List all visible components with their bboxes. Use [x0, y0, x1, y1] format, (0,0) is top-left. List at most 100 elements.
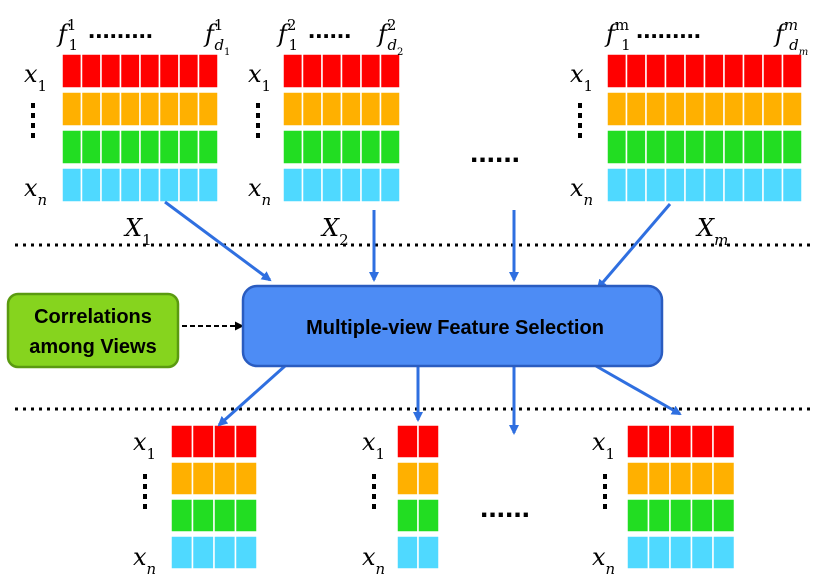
matrix-cell	[213, 535, 237, 570]
correlations-box: Correlations among Views	[6, 292, 180, 369]
matrix-cell	[690, 498, 714, 533]
selected-view-3-matrix	[626, 424, 736, 570]
selected-view-2-matrix	[396, 424, 440, 570]
matrix-cell	[282, 91, 304, 127]
matrix-cell	[625, 91, 647, 127]
view-2-row-label-last: xn	[248, 174, 271, 209]
matrix-cell	[645, 91, 667, 127]
view-3-row-ellipsis-dot	[578, 133, 582, 138]
matrix-cell	[684, 91, 706, 127]
matrix-cell	[197, 167, 219, 203]
matrix-cell	[80, 129, 102, 165]
matrix-cell	[379, 91, 401, 127]
matrix-cell	[606, 53, 628, 89]
matrix-cell	[762, 91, 784, 127]
matrix-cell	[61, 129, 83, 165]
matrix-cell	[80, 91, 102, 127]
matrix-cell	[301, 129, 323, 165]
matrix-cell	[234, 535, 258, 570]
matrix-cell	[396, 461, 419, 496]
selected-view-1-row-ellipsis-dot	[143, 484, 147, 489]
selected-view-2-row-ellipsis-dot	[372, 474, 376, 479]
matrix-cell	[61, 167, 83, 203]
matrix-cell	[139, 129, 161, 165]
matrix-cell	[158, 53, 180, 89]
view-3-row-ellipsis-dot	[578, 103, 582, 108]
matrix-cell	[178, 129, 200, 165]
selected-view-1-row-label-first: x1	[133, 428, 156, 463]
matrix-cell	[712, 461, 736, 496]
matrix-cell	[119, 53, 141, 89]
matrix-cell	[61, 53, 83, 89]
matrix-cell	[664, 91, 686, 127]
matrix-cell	[712, 498, 736, 533]
matrix-cell	[684, 129, 706, 165]
matrix-cell	[396, 535, 419, 570]
matrix-cell	[178, 53, 200, 89]
matrix-cell	[191, 535, 215, 570]
matrix-cell	[664, 53, 686, 89]
matrix-cell	[139, 167, 161, 203]
matrix-cell	[61, 91, 83, 127]
matrix-cell	[664, 167, 686, 203]
matrix-cell	[234, 498, 258, 533]
matrix-cell	[282, 167, 304, 203]
correlations-label-line1: Correlations	[34, 306, 152, 328]
selected-view-1-row-ellipsis-dot	[143, 494, 147, 499]
views-ellipsis: ......	[470, 136, 520, 169]
matrix-cell	[158, 167, 180, 203]
matrix-cell	[664, 129, 686, 165]
matrix-cell	[197, 129, 219, 165]
matrix-cell	[723, 129, 745, 165]
matrix-cell	[742, 167, 764, 203]
feature-selection-box: Multiple-view Feature Selection	[241, 284, 664, 368]
matrix-cell	[669, 535, 693, 570]
feature-selection-label: Multiple-view Feature Selection	[306, 317, 604, 339]
matrix-cell	[647, 424, 671, 459]
matrix-cell	[417, 535, 440, 570]
matrix-cell	[625, 53, 647, 89]
matrix-cell	[645, 53, 667, 89]
matrix-cell	[301, 167, 323, 203]
matrix-cell	[606, 129, 628, 165]
correlations-label-line2: among Views	[29, 336, 156, 358]
matrix-cell	[170, 461, 194, 496]
matrix-cell	[781, 167, 803, 203]
matrix-cell	[396, 498, 419, 533]
matrix-cell	[360, 129, 382, 165]
matrix-cell	[379, 53, 401, 89]
matrix-cell	[100, 167, 122, 203]
view-2-feature-ellipsis: ......	[308, 14, 351, 44]
matrix-cell	[80, 167, 102, 203]
matrix-cell	[170, 498, 194, 533]
view-1-row-label-last: xn	[24, 174, 47, 209]
matrix-cell	[213, 461, 237, 496]
matrix-cell	[340, 129, 362, 165]
matrix-cell	[723, 53, 745, 89]
matrix-cell	[234, 424, 258, 459]
view-3-feature-ellipsis: .........	[636, 14, 701, 44]
view-2-row-ellipsis-dot	[256, 113, 260, 118]
matrix-cell	[684, 167, 706, 203]
view-3-row-label-first: x1	[570, 60, 593, 95]
matrix-cell	[379, 129, 401, 165]
matrix-cell	[626, 424, 650, 459]
matrix-cell	[703, 53, 725, 89]
matrix-cell	[690, 535, 714, 570]
matrix-cell	[170, 535, 194, 570]
selected-view-3-row-label-first: x1	[592, 428, 615, 463]
matrix-cell	[213, 498, 237, 533]
matrix-cell	[669, 461, 693, 496]
matrix-cell	[647, 461, 671, 496]
matrix-cell	[301, 53, 323, 89]
view-2-row-ellipsis-dot	[256, 133, 260, 138]
matrix-cell	[781, 53, 803, 89]
